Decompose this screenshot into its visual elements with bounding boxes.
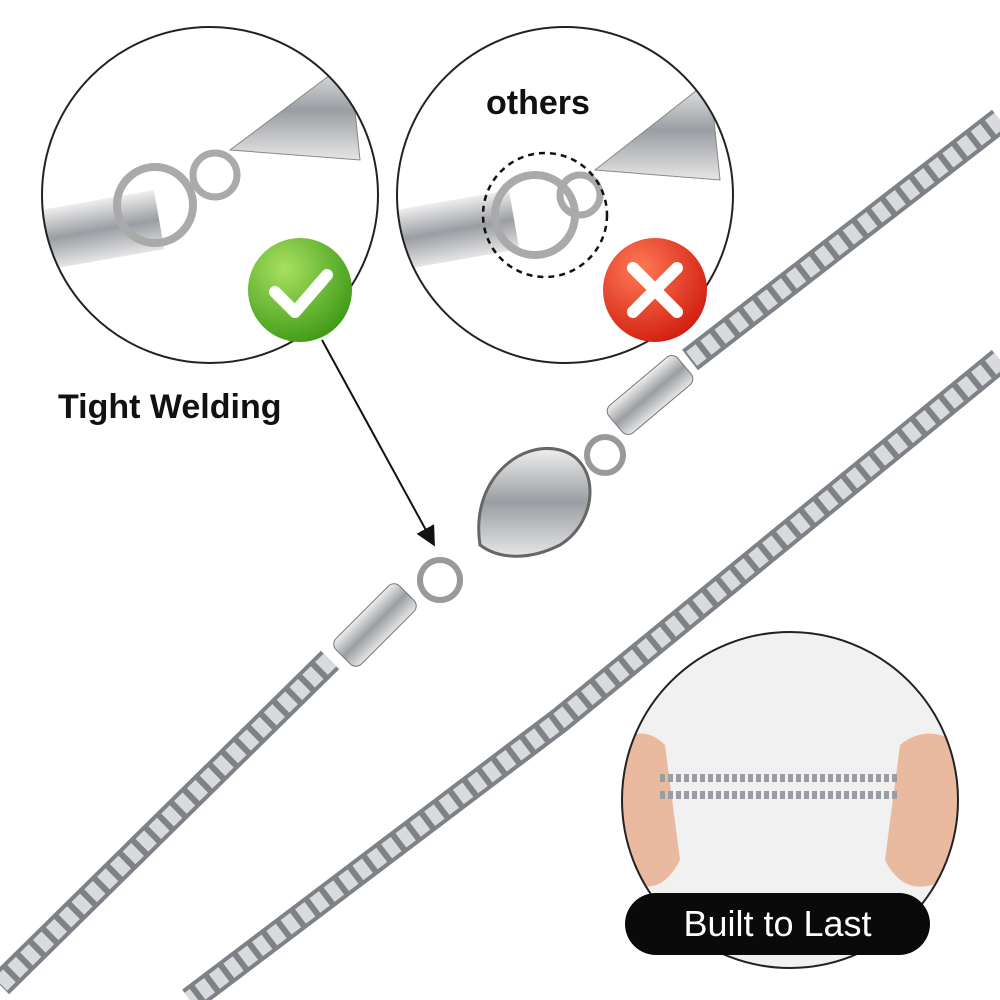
- cross-icon: [603, 238, 707, 342]
- check-icon: [248, 238, 352, 342]
- built-to-last-badge: Built to Last: [625, 893, 930, 955]
- jump-ring: [584, 434, 626, 476]
- jump-ring: [417, 557, 463, 603]
- chain-left: [0, 650, 340, 995]
- others-label: others: [486, 84, 590, 122]
- tight-welding-label: Tight Welding: [58, 388, 282, 426]
- end-cap-right: [606, 355, 694, 435]
- end-cap-left: [333, 583, 417, 667]
- chain-right: [182, 109, 1000, 1000]
- pointer-arrow: [321, 339, 435, 547]
- lobster-clasp: [477, 447, 592, 558]
- detail-others: [397, 79, 721, 279]
- detail-tight-welding: [42, 59, 361, 270]
